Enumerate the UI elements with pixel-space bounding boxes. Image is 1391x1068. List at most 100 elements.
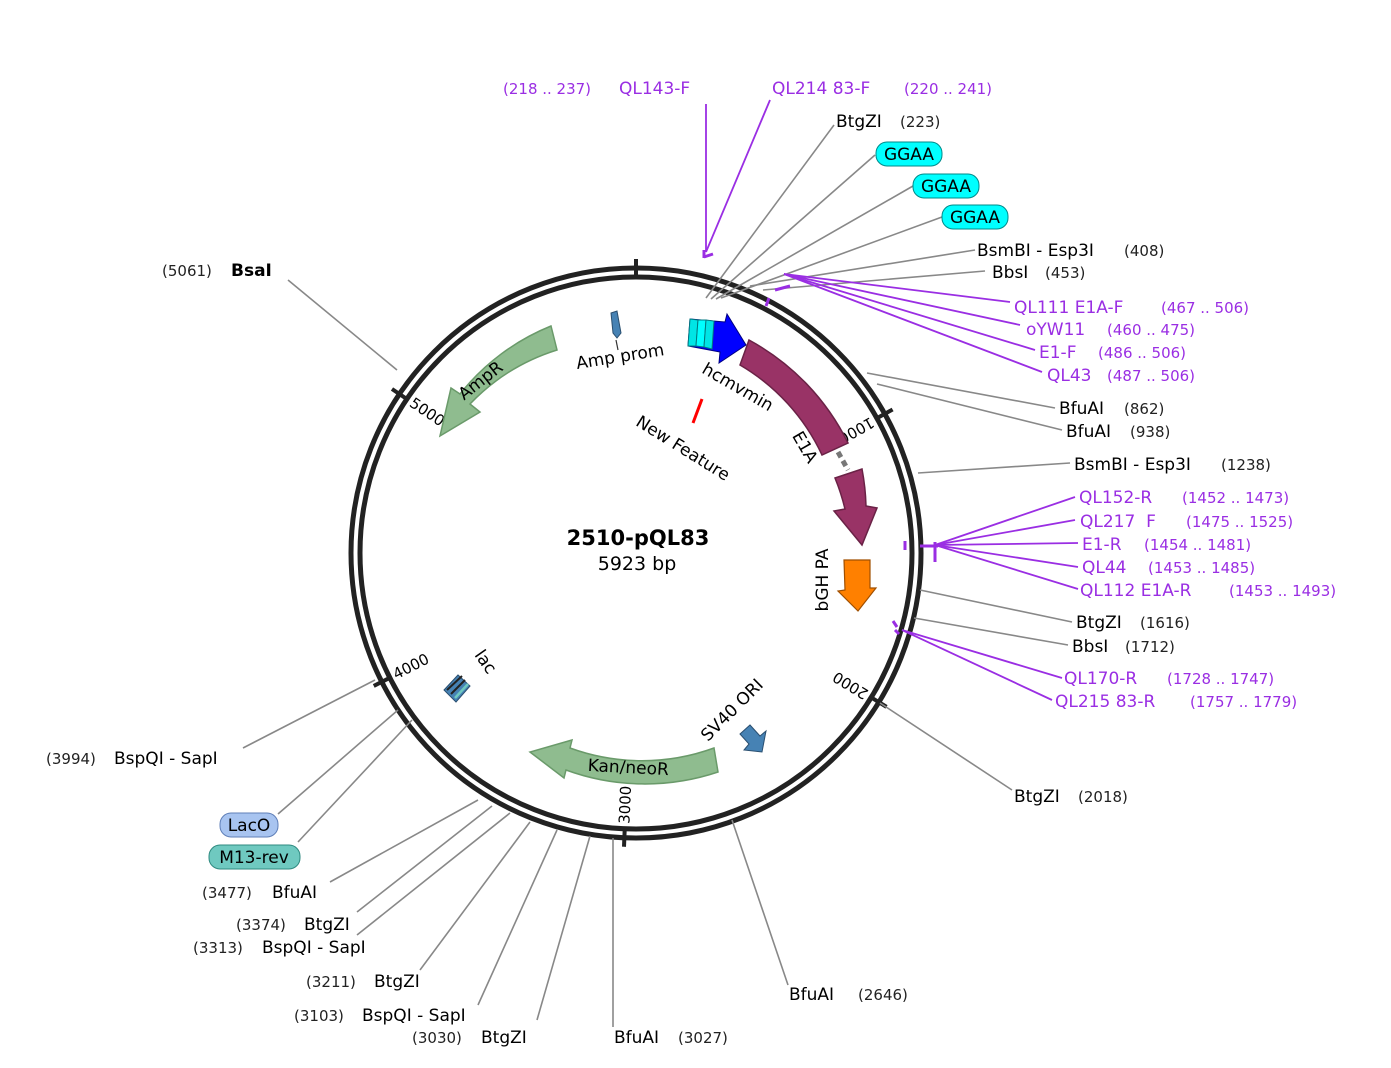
tick-label-5000: 5000	[406, 394, 448, 430]
m13-rev-box-label: M13-rev	[219, 848, 289, 868]
site-label-bsmbi-1238[interactable]: BsmBI - Esp3I	[1074, 455, 1191, 475]
bgh-pa-feature-arrow	[836, 559, 878, 612]
site-position-bspqi-3994: (3994)	[46, 750, 96, 768]
lac-feature	[443, 674, 471, 703]
site-label-btgzi-3030[interactable]: BtgZI	[481, 1028, 527, 1048]
primer-label-ql215-83-r[interactable]: QL215 83-R	[1055, 692, 1155, 712]
ggaa-box-2[interactable]: GGAA	[912, 173, 980, 199]
ggaa-box-2-label: GGAA	[921, 177, 971, 197]
primer-position-ql111-e1a-f: (467 .. 506)	[1161, 299, 1249, 317]
site-label-btgzi-2018[interactable]: BtgZI	[1014, 787, 1060, 807]
primer-position-ql44: (1453 .. 1485)	[1148, 559, 1255, 577]
laco-box[interactable]: LacO	[219, 812, 279, 838]
primer-markers	[702, 250, 938, 636]
ggaa-box-3[interactable]: GGAA	[941, 204, 1009, 230]
site-label-bsai-5061[interactable]: BsaI	[231, 261, 272, 281]
plasmid-name: 2510-pQL83	[567, 526, 710, 550]
site-label-bspqi-3313[interactable]: BspQI - SapI	[262, 938, 366, 958]
primer-label-ql152-r[interactable]: QL152-R	[1079, 488, 1152, 508]
primer-label-ql214-83-f[interactable]: QL214 83-F	[772, 79, 870, 99]
ampr-label: AmpR	[455, 357, 507, 404]
tick-mark-4000	[372, 676, 391, 688]
primer-position-ql215-83-r: (1757 .. 1779)	[1190, 693, 1297, 711]
primer-label-oyw11[interactable]: oYW11	[1026, 320, 1085, 340]
primer-label-ql143-f[interactable]: QL143-F	[619, 79, 690, 99]
site-label-bfuai-3027[interactable]: BfuAI	[614, 1028, 659, 1048]
primer-position-ql170-r: (1728 .. 1747)	[1167, 670, 1274, 688]
site-label-bfuai-2646[interactable]: BfuAI	[789, 985, 834, 1005]
site-label-bspqi-3994[interactable]: BspQI - SapI	[114, 749, 218, 769]
site-position-bfuai-3477: (3477)	[202, 884, 252, 902]
site-label-btgzi-223[interactable]: BtgZI	[836, 112, 882, 132]
site-position-btgzi-223: (223)	[900, 113, 940, 131]
site-position-bspqi-3313: (3313)	[193, 939, 243, 957]
site-position-bbsi-1712: (1712)	[1125, 638, 1175, 656]
e1a-feature-arrow	[739, 338, 850, 456]
amp-prom-pointer	[615, 339, 619, 351]
site-label-bsmbi-408[interactable]: BsmBI - Esp3I	[977, 241, 1094, 261]
site-label-bbsi-1712[interactable]: BbsI	[1072, 637, 1108, 657]
primer-position-ql43: (487 .. 506)	[1107, 367, 1195, 385]
primer-label-ql112-e1a-r[interactable]: QL112 E1A-R	[1080, 581, 1192, 601]
site-label-btgzi-3374[interactable]: BtgZI	[304, 915, 350, 935]
amp-prom-label: Amp prom	[575, 340, 666, 374]
site-position-bbsi-453: (453)	[1045, 264, 1085, 282]
primer-label-ql43[interactable]: QL43	[1047, 366, 1091, 386]
site-label-bfuai-862[interactable]: BfuAI	[1059, 399, 1104, 419]
site-connector-lines	[242, 124, 1073, 1027]
tick-label-3000: 3000	[615, 785, 635, 824]
kan-neor-feature-arrow	[528, 738, 719, 785]
site-label-btgzi-3211[interactable]: BtgZI	[374, 972, 420, 992]
site-position-bsmbi-408: (408)	[1124, 242, 1164, 260]
primer-position-e1-f: (486 .. 506)	[1098, 344, 1186, 362]
primer-position-ql214-83-f: (220 .. 241)	[904, 80, 992, 98]
primer-label-ql217-f[interactable]: QL217 F	[1080, 512, 1156, 532]
site-label-bfuai-3477[interactable]: BfuAI	[272, 883, 317, 903]
ggaa-box-3-label: GGAA	[950, 208, 1000, 228]
site-position-bspqi-3103: (3103)	[294, 1007, 344, 1025]
primer-connector-lines	[705, 99, 1079, 701]
site-label-bspqi-3103[interactable]: BspQI - SapI	[362, 1006, 466, 1026]
site-position-btgzi-3374: (3374)	[236, 916, 286, 934]
ggaa-box-1[interactable]: GGAA	[875, 141, 943, 167]
tick-mark-5000	[390, 387, 409, 401]
laco-box-label: LacO	[228, 816, 271, 836]
primer-label-ql111-e1a-f[interactable]: QL111 E1A-F	[1014, 298, 1123, 318]
primer-label-e1-f[interactable]: E1-F	[1039, 343, 1076, 363]
lac-label: lac	[470, 646, 500, 678]
primer-position-ql217-f: (1475 .. 1525)	[1186, 513, 1293, 531]
site-position-bfuai-862: (862)	[1124, 400, 1164, 418]
primer-label-ql170-r[interactable]: QL170-R	[1064, 669, 1137, 689]
tick-mark-3000	[621, 828, 627, 847]
ggaa-stripes	[687, 318, 715, 350]
bgh-pa-label: bGH PA	[813, 548, 833, 611]
e1a-gap	[835, 450, 851, 472]
site-position-btgzi-3030: (3030)	[412, 1029, 462, 1047]
ampr-feature-arrow	[438, 324, 558, 438]
site-position-btgzi-3211: (3211)	[306, 973, 356, 991]
primer-position-oyw11: (460 .. 475)	[1107, 321, 1195, 339]
new-feature-mark	[691, 398, 704, 424]
m13-rev-box[interactable]: M13-rev	[208, 844, 301, 870]
ggaa-box-1-label: GGAA	[884, 145, 934, 165]
site-label-btgzi-1616[interactable]: BtgZI	[1076, 613, 1122, 633]
primer-position-ql112-e1a-r: (1453 .. 1493)	[1229, 582, 1336, 600]
primer-position-e1-r: (1454 .. 1481)	[1144, 536, 1251, 554]
amp-prom-feature-arrow	[610, 310, 622, 339]
site-position-bsmbi-1238: (1238)	[1221, 456, 1271, 474]
sv40-ori-feature-arrow	[739, 724, 767, 753]
tick-mark-1000	[875, 407, 894, 421]
site-position-bsai-5061: (5061)	[162, 262, 212, 280]
tick-label-4000: 4000	[390, 650, 432, 683]
primer-position-ql143-f: (218 .. 237)	[503, 80, 591, 98]
primer-label-ql44[interactable]: QL44	[1082, 558, 1126, 578]
primer-label-e1-r[interactable]: E1-R	[1082, 535, 1122, 555]
site-position-bfuai-938: (938)	[1130, 423, 1170, 441]
e1a-second-arrow	[832, 468, 879, 547]
primer-position-ql152-r: (1452 .. 1473)	[1182, 489, 1289, 507]
plasmid-length: 5923 bp	[598, 553, 677, 575]
site-label-bfuai-938[interactable]: BfuAI	[1066, 422, 1111, 442]
kan-neor-label: Kan/neoR	[587, 756, 669, 780]
site-label-bbsi-453[interactable]: BbsI	[992, 263, 1028, 283]
